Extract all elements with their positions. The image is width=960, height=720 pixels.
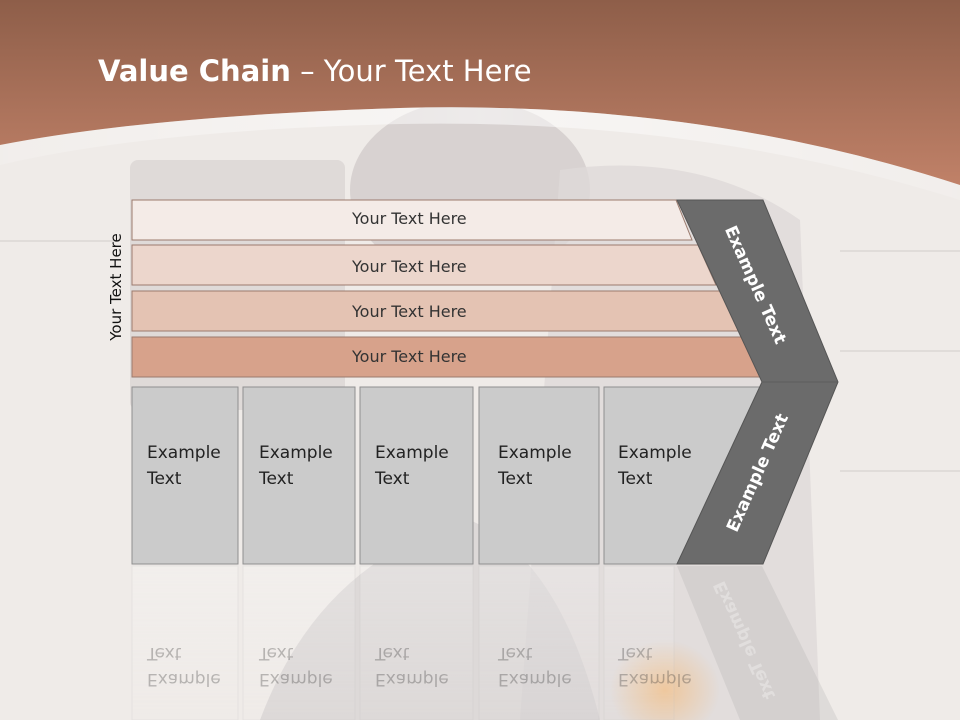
row-bar-2 <box>131 244 717 286</box>
row-bar-1 <box>131 199 693 241</box>
column-box-2 <box>242 386 356 565</box>
column-label-4-line2: Text <box>498 469 533 489</box>
row-label-2: Your Text Here <box>352 257 467 276</box>
column-box-4 <box>478 386 600 565</box>
column-label-5-line1: Example <box>618 443 692 463</box>
column-box-1 <box>131 386 239 565</box>
column-label-5-line2: Text <box>618 469 653 489</box>
column-label-1-line2: Text <box>147 469 182 489</box>
column-label-3-line1: Example <box>375 443 449 463</box>
title-bold: Value Chain <box>98 54 291 88</box>
column-label-4-line1: Example <box>498 443 572 463</box>
column-reflections <box>131 565 838 720</box>
row-label-1: Your Text Here <box>352 209 467 228</box>
column-box-3 <box>359 386 474 565</box>
slide-title: Value Chain – Your Text Here <box>98 54 532 88</box>
column-label-2-line1: Example <box>259 443 333 463</box>
row-label-3: Your Text Here <box>352 302 467 321</box>
column-label-2-line2: Text <box>259 469 294 489</box>
column-label-3-line2: Text <box>375 469 410 489</box>
row-label-4: Your Text Here <box>352 347 467 366</box>
title-rest: – Your Text Here <box>290 54 532 88</box>
column-label-1-line1: Example <box>147 443 221 463</box>
